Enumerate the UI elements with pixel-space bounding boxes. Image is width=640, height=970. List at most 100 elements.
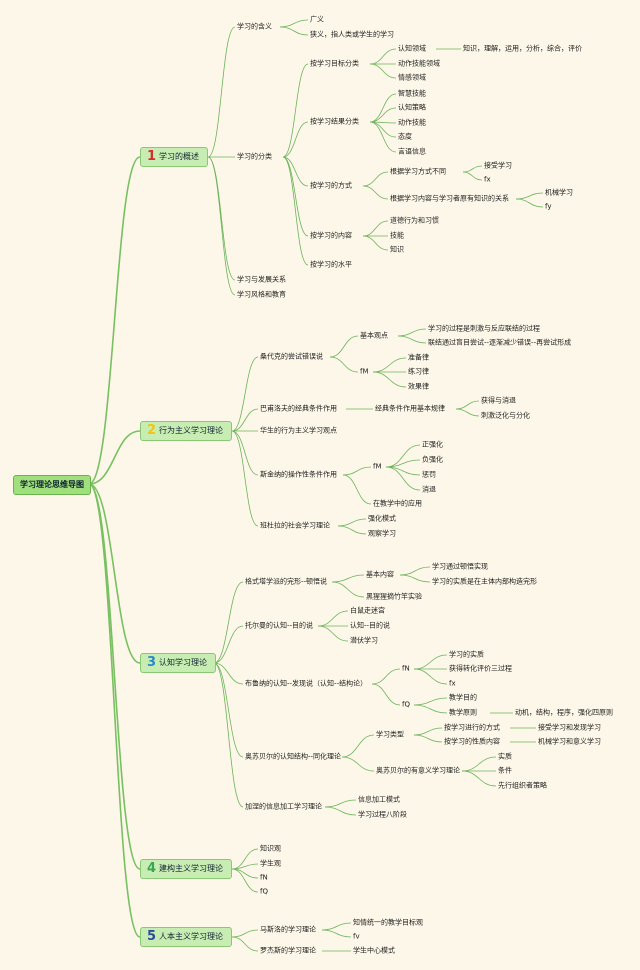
node-student-view: 学生观 — [260, 859, 281, 868]
node-fx-3: fx — [449, 679, 456, 688]
node-negative-reinforcement: 负强化 — [422, 455, 443, 464]
node-fq-4: fQ — [260, 887, 268, 896]
node-three-processes: 获得转化评价三过程 — [449, 664, 512, 673]
node-pavlov: 巴甫洛夫的经典条件作用 — [260, 404, 337, 413]
node-reception-learning: 接受学习 — [484, 161, 512, 170]
node-learning-type: 学习类型 — [376, 730, 404, 739]
node-by-method: 按学习的方式 — [310, 181, 352, 190]
node-fm-2: fM — [373, 462, 382, 471]
node-advance-organizer: 先行组织者策略 — [498, 781, 547, 790]
node-law-readiness: 准备律 — [408, 353, 429, 362]
node-reinforcement-model: 强化模式 — [368, 514, 396, 523]
root-node: 学习理论思维导图 — [13, 475, 91, 495]
node-rat-maze: 白鼠走迷宫 — [350, 606, 385, 615]
node-unified-goal: 知情统一的教学目标观 — [353, 918, 423, 927]
node-by-level: 按学习的水平 — [310, 260, 352, 269]
node-observational-learning: 观察学习 — [368, 529, 396, 538]
node-essence: 实质 — [498, 752, 512, 761]
node-moral-behavior: 道德行为和习惯 — [390, 216, 439, 225]
node-punishment: 惩罚 — [422, 470, 436, 479]
node-tolman: 托尔曼的认知--目的说 — [245, 621, 314, 630]
node-verbal-info: 言语信息 — [398, 147, 426, 156]
node-fm: fM — [360, 367, 369, 376]
node-bruner: 布鲁纳的认知--发现说（认知--结构论） — [245, 679, 368, 688]
node-trial-error: 联结通过盲目尝试--逐渐减少错误--再尝试形成 — [428, 338, 572, 347]
node-fn: fN — [402, 664, 410, 673]
node-basic-content: 基本内容 — [366, 570, 394, 579]
node-fn-4: fN — [260, 873, 268, 882]
branch-label: 建构主义学习理论 — [159, 864, 224, 873]
node-cognitive-domain: 认知领域 — [398, 44, 426, 53]
node-cognitive-strategy: 认知策略 — [398, 103, 426, 112]
node-motor-domain: 动作技能领域 — [398, 59, 440, 68]
node-acquisition-extinction: 获得与消退 — [481, 396, 516, 405]
node-broad-sense: 广义 — [310, 15, 324, 24]
node-rote-learning: 机械学习 — [545, 188, 573, 197]
node-by-learning-nature: 按学习的性质内容 — [444, 737, 500, 746]
node-knowledge-view: 知识观 — [260, 844, 281, 853]
node-maslow: 马斯洛的学习理论 — [260, 925, 316, 934]
node-rogers: 罗杰斯的学习理论 — [260, 946, 316, 955]
branch-number: 5 — [147, 929, 157, 944]
node-info-processing: 信息加工模式 — [358, 795, 400, 804]
node-by-result: 按学习结果分类 — [310, 117, 359, 126]
node-ausubel: 奥苏贝尔的认知结构--同化理论 — [245, 752, 342, 761]
node-student-centered: 学生中心模式 — [353, 946, 395, 955]
node-gestalt: 格式塔学派的完形--顿悟说 — [245, 577, 328, 586]
branch-number: 2 — [147, 423, 157, 438]
node-law-exercise: 练习律 — [408, 367, 429, 376]
node-fq: fQ — [402, 700, 410, 709]
node-by-learning-mode: 按学习进行的方式 — [444, 723, 500, 732]
node-learning-meaning: 学习的含义 — [237, 22, 272, 31]
node-meaningful-learning: 奥苏贝尔的有意义学习理论 — [376, 766, 460, 775]
node-reception-discovery: 接受学习和发现学习 — [538, 723, 601, 732]
branch-label: 学习的概述 — [159, 152, 200, 161]
node-fy: fy — [545, 202, 552, 211]
branch-number: 3 — [147, 655, 157, 670]
branch-number: 4 — [147, 861, 157, 876]
node-four-principles: 动机，结构，程序，强化四原则 — [515, 708, 613, 717]
node-by-goal: 按学习目标分类 — [310, 59, 359, 68]
node-law-effect: 效果律 — [408, 382, 429, 391]
node-narrow-sense: 狭义，指人类或学生的学习 — [310, 30, 394, 39]
node-insight: 学习通过顿悟实现 — [432, 562, 488, 571]
node-positive-reinforcement: 正强化 — [422, 440, 443, 449]
node-bandura: 班杜拉的社会学习理论 — [260, 521, 330, 530]
node-eight-stages: 学习过程八阶段 — [358, 810, 407, 819]
branch-number: 1 — [147, 149, 157, 164]
node-by-method-difference: 根据学习方式不同 — [390, 167, 446, 176]
node-teaching-application: 在教学中的应用 — [373, 499, 422, 508]
node-skill: 技能 — [390, 231, 404, 240]
node-by-content: 按学习的内容 — [310, 231, 352, 240]
node-cognitive-levels: 知识，理解，运用，分析，综合，评价 — [463, 44, 582, 53]
node-basic-view: 基本观点 — [360, 331, 388, 340]
node-learning-classification: 学习的分类 — [237, 152, 272, 161]
node-attitude: 态度 — [398, 132, 412, 141]
node-latent-learning: 潜伏学习 — [350, 636, 378, 645]
node-fx: fx — [484, 175, 491, 184]
node-knowledge: 知识 — [390, 245, 404, 254]
node-thorndike: 桑代克的尝试错误说 — [260, 352, 323, 361]
node-teaching-goal: 教学目的 — [449, 693, 477, 702]
node-extinction: 消退 — [422, 485, 436, 494]
node-watson: 华生的行为主义学习观点 — [260, 426, 337, 435]
node-teaching-principle: 教学原则 — [449, 708, 477, 717]
node-learning-development: 学习与发展关系 — [237, 275, 286, 284]
node-generalization: 刺激泛化与分化 — [481, 411, 530, 420]
branch-label: 行为主义学习理论 — [159, 426, 224, 435]
node-intellectual-skill: 智慧技能 — [398, 89, 426, 98]
node-conditions: 条件 — [498, 766, 512, 775]
node-motor-skill: 动作技能 — [398, 118, 426, 127]
branch-label: 人本主义学习理论 — [159, 932, 224, 941]
node-classical-laws: 经典条件作用基本规律 — [375, 404, 445, 413]
node-by-prior-knowledge: 根据学习内容与学习者原有知识的关系 — [390, 194, 509, 203]
node-s-r-connection: 学习的过程是刺激与反应联结的过程 — [428, 324, 540, 333]
branch-label: 认知学习理论 — [159, 658, 208, 667]
node-affective-domain: 情感领域 — [398, 73, 426, 82]
